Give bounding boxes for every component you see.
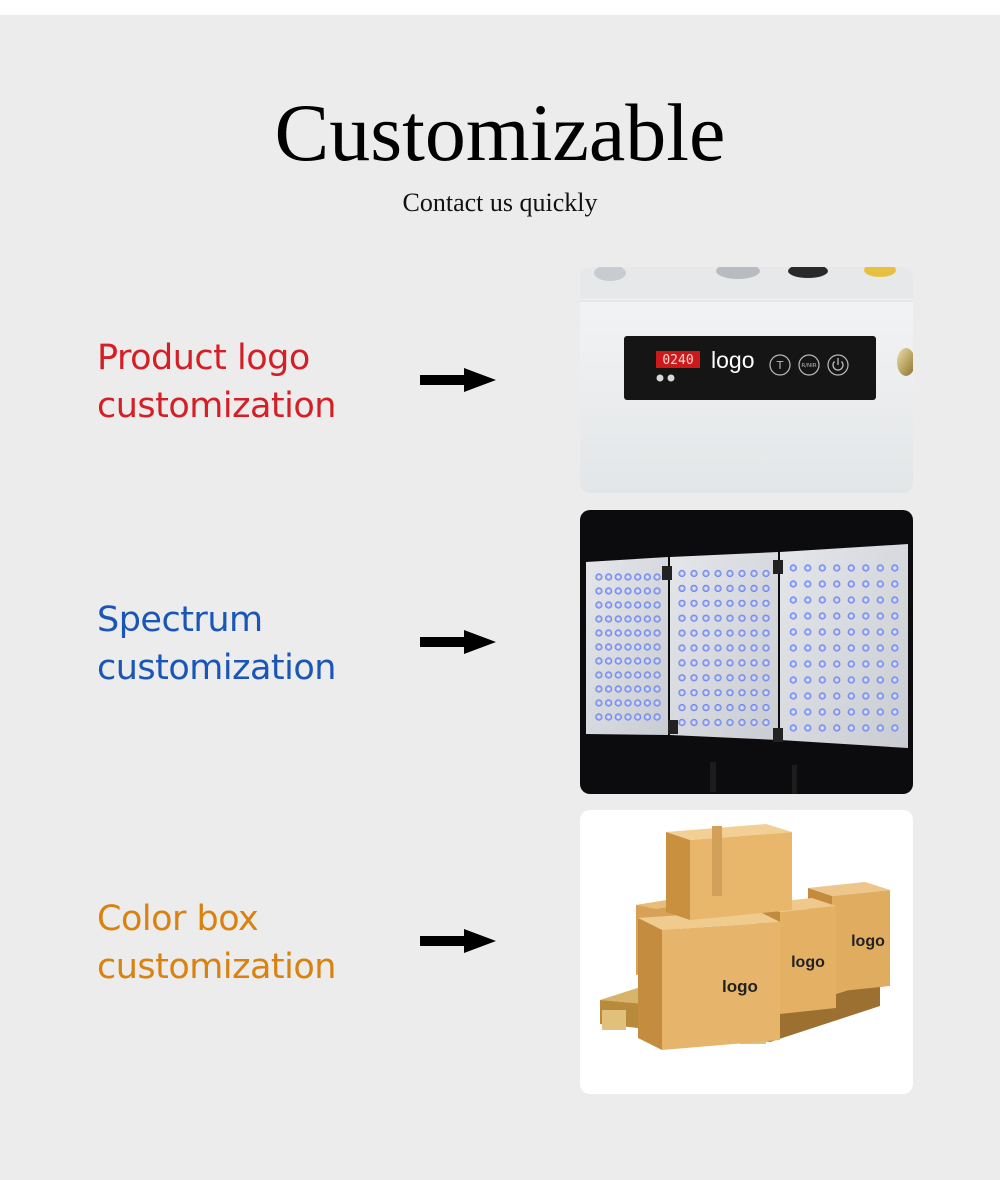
label-line-1: Product logo xyxy=(97,338,310,378)
control-panel-image: 0240 logo T R/NIR xyxy=(580,267,913,493)
label-line-1: Spectrum xyxy=(97,600,263,640)
led-panel-image xyxy=(580,510,913,794)
label-line-1: Color box xyxy=(97,899,259,939)
rnir-button-label: R/NIR xyxy=(801,363,816,369)
box-logo-1: logo xyxy=(722,977,758,996)
arrow-right-icon xyxy=(420,630,496,654)
color-box-label: Color box customization xyxy=(97,895,417,991)
box-logo-3: logo xyxy=(851,933,885,950)
arrow-right-icon xyxy=(420,929,496,953)
timer-display: 0240 xyxy=(662,353,693,368)
label-line-2: customization xyxy=(97,386,336,426)
boxes-on-pallet-image: logo logo logo xyxy=(580,810,913,1094)
label-line-2: customization xyxy=(97,648,336,688)
product-logo-label: Product logo customization xyxy=(97,334,417,430)
power-icon xyxy=(827,354,849,376)
panel-logo-text: logo xyxy=(711,347,754,373)
t-button-label: T xyxy=(776,359,784,372)
label-line-2: customization xyxy=(97,947,336,987)
box-logo-2: logo xyxy=(791,954,825,971)
page-title: Customizable xyxy=(274,87,726,178)
page-subtitle: Contact us quickly xyxy=(402,188,598,217)
arrow-right-icon xyxy=(420,368,496,392)
spectrum-label: Spectrum customization xyxy=(97,596,417,692)
